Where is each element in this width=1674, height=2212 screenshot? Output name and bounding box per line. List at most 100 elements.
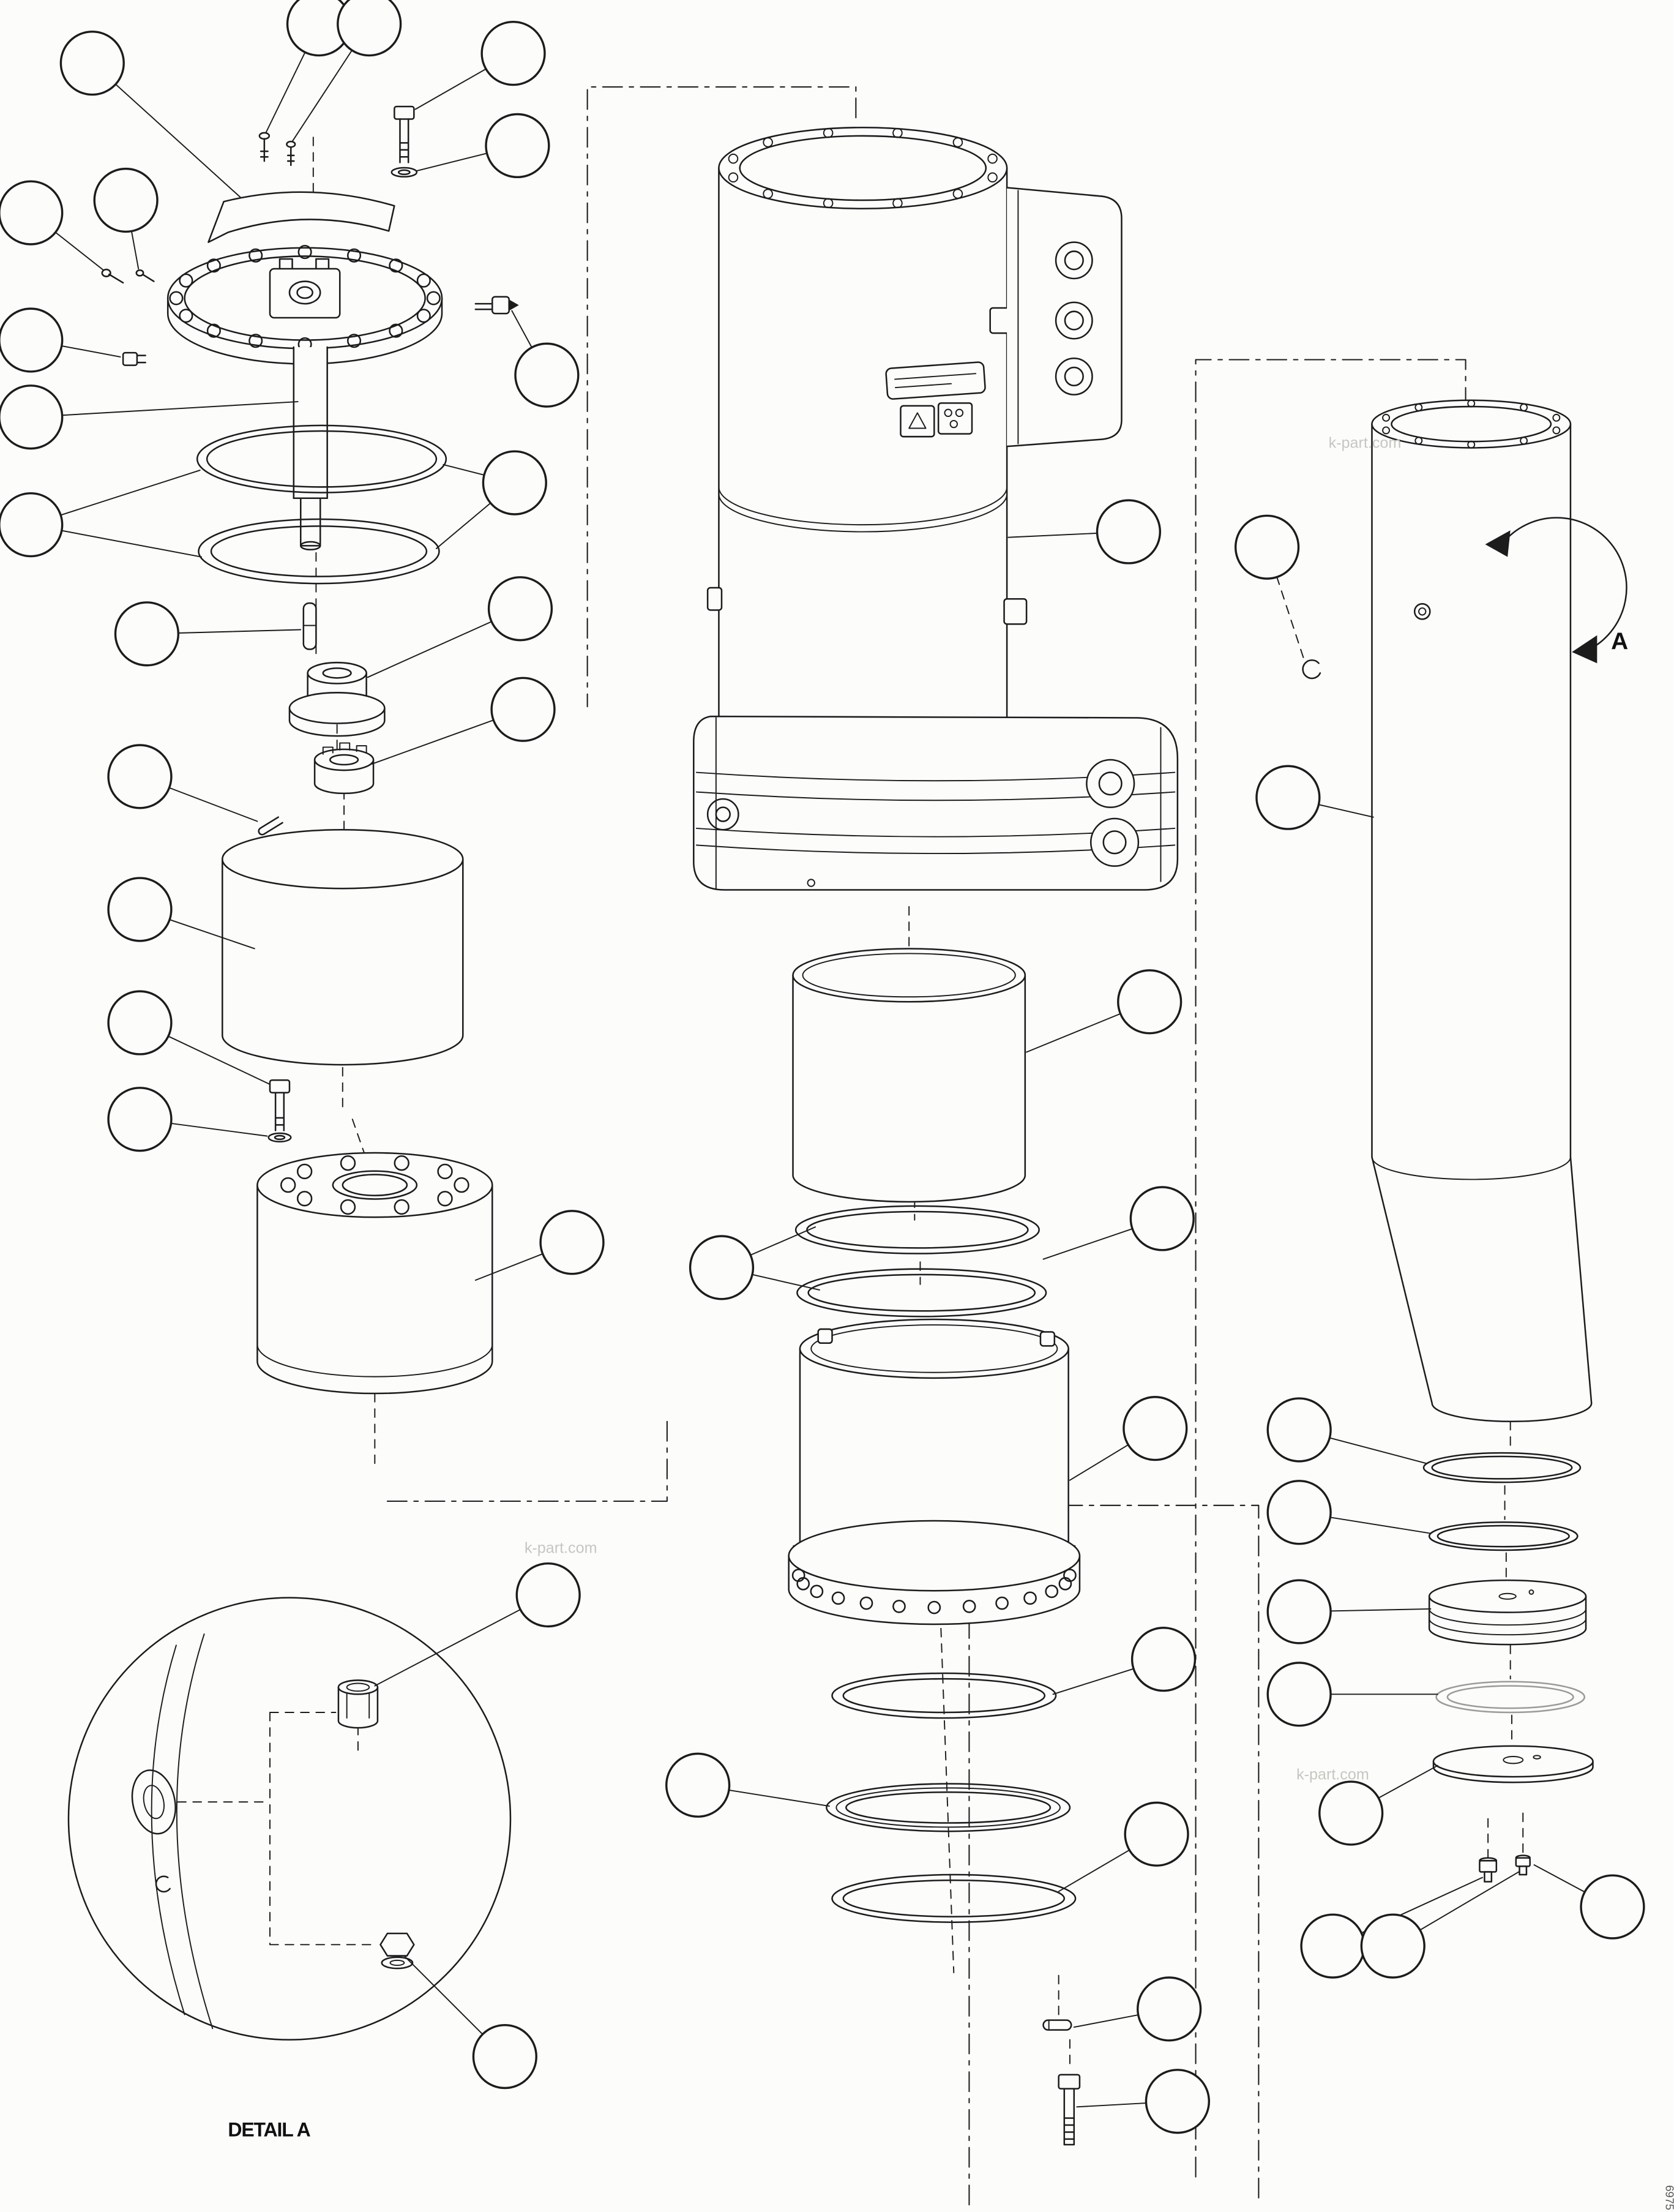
side-tab bbox=[706, 587, 723, 611]
brand-plate bbox=[885, 361, 986, 400]
callout-balloon-7[interactable] bbox=[93, 167, 159, 233]
fitting bbox=[1515, 1854, 1531, 1876]
pilot-bushing bbox=[288, 661, 386, 737]
piston-ring bbox=[1428, 1521, 1579, 1551]
wear-sleeve bbox=[792, 948, 1026, 1203]
callout-balloon-27[interactable] bbox=[1123, 1396, 1188, 1461]
small-clip bbox=[155, 1875, 171, 1893]
dowel-pin bbox=[302, 602, 317, 650]
callout-balloon-1[interactable] bbox=[59, 30, 125, 96]
rim-clip bbox=[1039, 1331, 1056, 1347]
callout-balloon-10[interactable] bbox=[0, 384, 64, 450]
washer bbox=[267, 1132, 292, 1143]
callout-balloon-30[interactable] bbox=[1124, 1801, 1189, 1867]
lock-nut bbox=[313, 742, 375, 795]
left-assembly bbox=[101, 86, 857, 1502]
detail-connector bbox=[177, 1712, 373, 1946]
callout-balloon-41[interactable] bbox=[1360, 1913, 1426, 1979]
cylinder-barrel bbox=[1371, 399, 1593, 1422]
o-ring bbox=[794, 1205, 1040, 1254]
callout-leader bbox=[91, 62, 241, 198]
callout-balloon-14[interactable] bbox=[487, 576, 553, 642]
callout-balloon-11[interactable] bbox=[0, 492, 64, 558]
port-hole bbox=[1413, 602, 1431, 620]
detail-a-view: DETAIL A bbox=[67, 1597, 512, 2140]
detail-circle bbox=[67, 1597, 512, 2041]
callout-balloon-26[interactable] bbox=[689, 1235, 755, 1300]
callout-leader bbox=[374, 1594, 549, 1687]
washer bbox=[390, 167, 418, 178]
callout-balloon-36[interactable] bbox=[1266, 1480, 1332, 1545]
callout-balloon-21[interactable] bbox=[515, 1562, 581, 1628]
callout-balloon-37[interactable] bbox=[1266, 1579, 1332, 1644]
callout-balloon-22[interactable] bbox=[472, 2023, 537, 2090]
watermark-text: k-part.com bbox=[1296, 1766, 1369, 1783]
callout-balloon-13[interactable] bbox=[114, 601, 180, 667]
callout-balloon-34[interactable] bbox=[1255, 765, 1321, 830]
callout-balloon-28[interactable] bbox=[1130, 1627, 1197, 1692]
piston bbox=[1428, 1579, 1587, 1646]
o-ring bbox=[796, 1268, 1047, 1318]
stub-shaft bbox=[293, 346, 328, 551]
doc-number: 6975 bbox=[1663, 2185, 1674, 2210]
centerline bbox=[1487, 1420, 1524, 1859]
wear-ring bbox=[1435, 1681, 1586, 1714]
retainer-bracket bbox=[207, 191, 395, 243]
callout-balloon-16[interactable] bbox=[107, 744, 173, 809]
detail-a-label: DETAIL A bbox=[228, 2118, 310, 2140]
callout-balloon-23[interactable] bbox=[1096, 499, 1162, 564]
hex-bolt-long bbox=[1058, 2074, 1081, 2146]
view-direction-label: A bbox=[1611, 628, 1628, 654]
boundary-line bbox=[1195, 359, 1467, 2178]
seal-ring-upper bbox=[196, 424, 447, 493]
watermark-text: k-part.com bbox=[1329, 434, 1402, 451]
boundary-line bbox=[386, 1415, 668, 1502]
callout-balloon-5[interactable] bbox=[485, 113, 550, 179]
side-tab bbox=[989, 307, 1011, 334]
rim-clip bbox=[817, 1328, 833, 1344]
bearing-housing bbox=[256, 1152, 493, 1395]
callout-balloon-38[interactable] bbox=[1266, 1662, 1332, 1727]
callout-balloon-31[interactable] bbox=[1137, 1976, 1202, 2042]
callout-balloon-6[interactable] bbox=[0, 180, 64, 246]
callout-leader bbox=[30, 401, 299, 418]
piston-ring bbox=[1422, 1452, 1582, 1483]
callout-balloon-40[interactable] bbox=[1300, 1913, 1366, 1979]
small-screw bbox=[286, 140, 296, 167]
callout-balloon-39[interactable] bbox=[1318, 1780, 1384, 1846]
seal-ring-lower bbox=[198, 518, 440, 585]
rim-holes bbox=[1382, 399, 1561, 449]
main-cylinder-body bbox=[706, 126, 1123, 765]
hex-plug bbox=[379, 1932, 415, 1970]
backup-ring bbox=[831, 1873, 1077, 1923]
callout-balloon-42[interactable] bbox=[1580, 1874, 1645, 1940]
callout-balloon-9[interactable] bbox=[0, 307, 64, 373]
callout-balloon-15[interactable] bbox=[490, 677, 556, 742]
callout-balloon-3[interactable] bbox=[337, 0, 402, 57]
bearing-sleeve bbox=[222, 828, 464, 1066]
callout-balloon-24[interactable] bbox=[1117, 969, 1183, 1035]
rotation-arrow: A bbox=[1485, 517, 1628, 664]
callout-balloon-20[interactable] bbox=[539, 1210, 605, 1275]
callout-balloon-32[interactable] bbox=[1145, 2069, 1210, 2134]
seal-ring bbox=[826, 1783, 1071, 1832]
retainer-ring bbox=[831, 1672, 1057, 1719]
callout-balloon-4[interactable] bbox=[480, 21, 546, 86]
callout-balloon-12[interactable] bbox=[482, 450, 547, 516]
callout-balloon-19[interactable] bbox=[107, 1087, 173, 1152]
roll-pin bbox=[1042, 2019, 1072, 2031]
callout-balloon-35[interactable] bbox=[1266, 1397, 1332, 1463]
middle-assembly bbox=[693, 126, 1260, 2206]
callout-balloon-33[interactable] bbox=[1234, 514, 1300, 580]
gland-cylinder bbox=[788, 1318, 1081, 1625]
plug bbox=[337, 1679, 379, 1729]
callout-balloon-18[interactable] bbox=[107, 990, 173, 1055]
callout-balloon-25[interactable] bbox=[1129, 1186, 1195, 1251]
callout-balloon-8[interactable] bbox=[514, 342, 580, 408]
callout-balloon-17[interactable] bbox=[107, 877, 173, 942]
cotter-pin bbox=[258, 816, 283, 836]
callout-balloon-29[interactable] bbox=[665, 1752, 731, 1818]
clamp-ring-assembly bbox=[693, 715, 1179, 891]
